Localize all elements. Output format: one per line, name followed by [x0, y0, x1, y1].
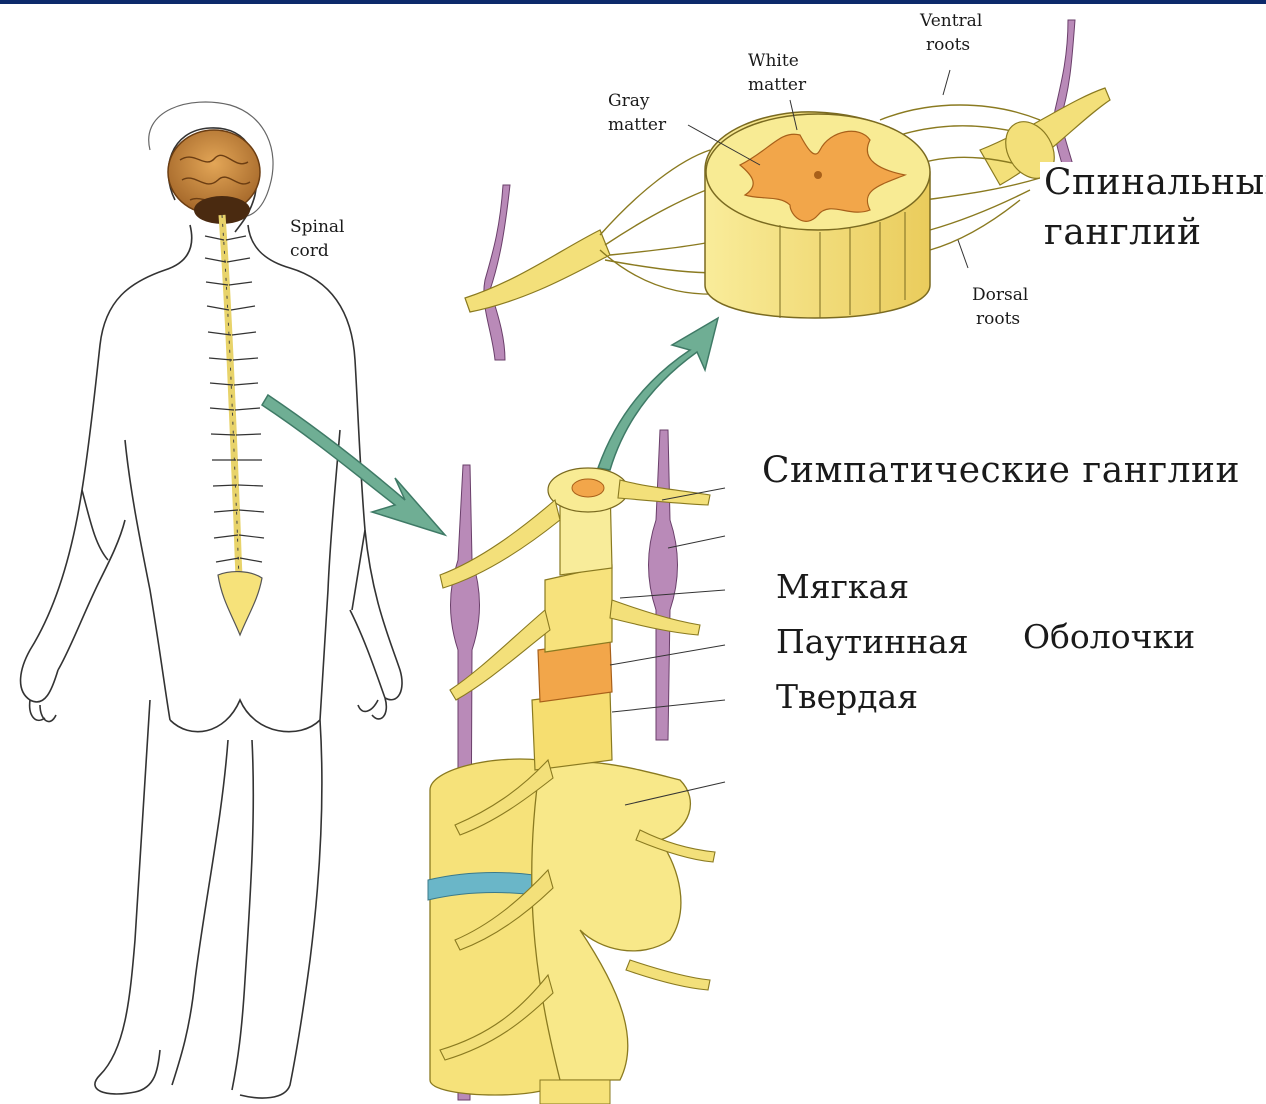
- brain-icon: [168, 130, 260, 224]
- label-spinal-ganglion-line2: ганглий: [1040, 212, 1206, 253]
- label-spinal-ganglion-line1: Спинальный: [1040, 162, 1266, 203]
- label-white-matter-1: White: [748, 51, 799, 71]
- label-pia-mater: Мягкая: [776, 567, 909, 606]
- label-meninges: Оболочки: [1023, 617, 1195, 656]
- label-gray-matter-1: Gray: [608, 91, 650, 111]
- human-figure-back-view: [21, 102, 402, 1098]
- label-dorsal-roots-1: Dorsal: [972, 285, 1028, 305]
- label-spinal-cord-2: cord: [290, 241, 329, 261]
- label-white-matter-2: matter: [748, 75, 807, 95]
- label-ventral-roots-1: Ventral: [919, 11, 982, 31]
- label-spinal-cord-1: Spinal: [290, 217, 345, 237]
- label-ventral-roots-2: roots: [926, 35, 970, 55]
- spinal-cord-body: [205, 215, 264, 635]
- label-dura-mater: Твердая: [776, 677, 918, 716]
- spinal-column-icon: [428, 430, 725, 1104]
- label-dorsal-roots-2: roots: [976, 309, 1020, 329]
- label-sympathetic-ganglia: Симпатические ганглии: [762, 450, 1240, 491]
- label-gray-matter-2: matter: [608, 115, 667, 135]
- label-arachnoid-mater: Паутинная: [776, 622, 969, 661]
- arrow-icon: [262, 318, 718, 535]
